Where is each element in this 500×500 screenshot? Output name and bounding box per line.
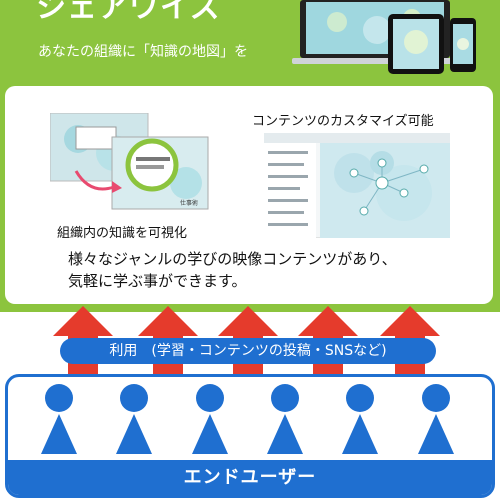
description-line: 気軽に学ぶ事ができます。 [68,272,247,290]
usage-banner: 利用 (学習・コンテンツの投稿・SNSなど) [60,338,436,364]
knowledge-visualization-caption: 組織内の知識を可視化 [57,226,188,241]
person-icon [116,384,152,454]
knowledge-map-screenshot: 仕事術 [50,113,209,210]
svg-text:仕事術: 仕事術 [180,199,198,207]
device-mockup-image [292,0,476,74]
customization-caption: コンテンツのカスタマイズ可能 [252,114,434,129]
product-subtitle: あなたの組織に「知識の地図」を [38,44,248,60]
person-icon [342,384,378,454]
person-icon [267,384,303,454]
content-customization-screenshot [264,133,450,238]
end-user-label: エンドユーザー [8,460,492,495]
end-user-icons [41,384,454,454]
description-line: 様々なジャンルの学びの映像コンテンツがあり、 [68,250,397,268]
product-title: シェアワイズ [36,0,222,25]
person-icon [418,384,454,454]
person-icon [192,384,228,454]
description-text: 様々なジャンルの学びの映像コンテンツがあり、 気軽に学ぶ事ができます。 [68,248,488,292]
person-icon [41,384,77,454]
